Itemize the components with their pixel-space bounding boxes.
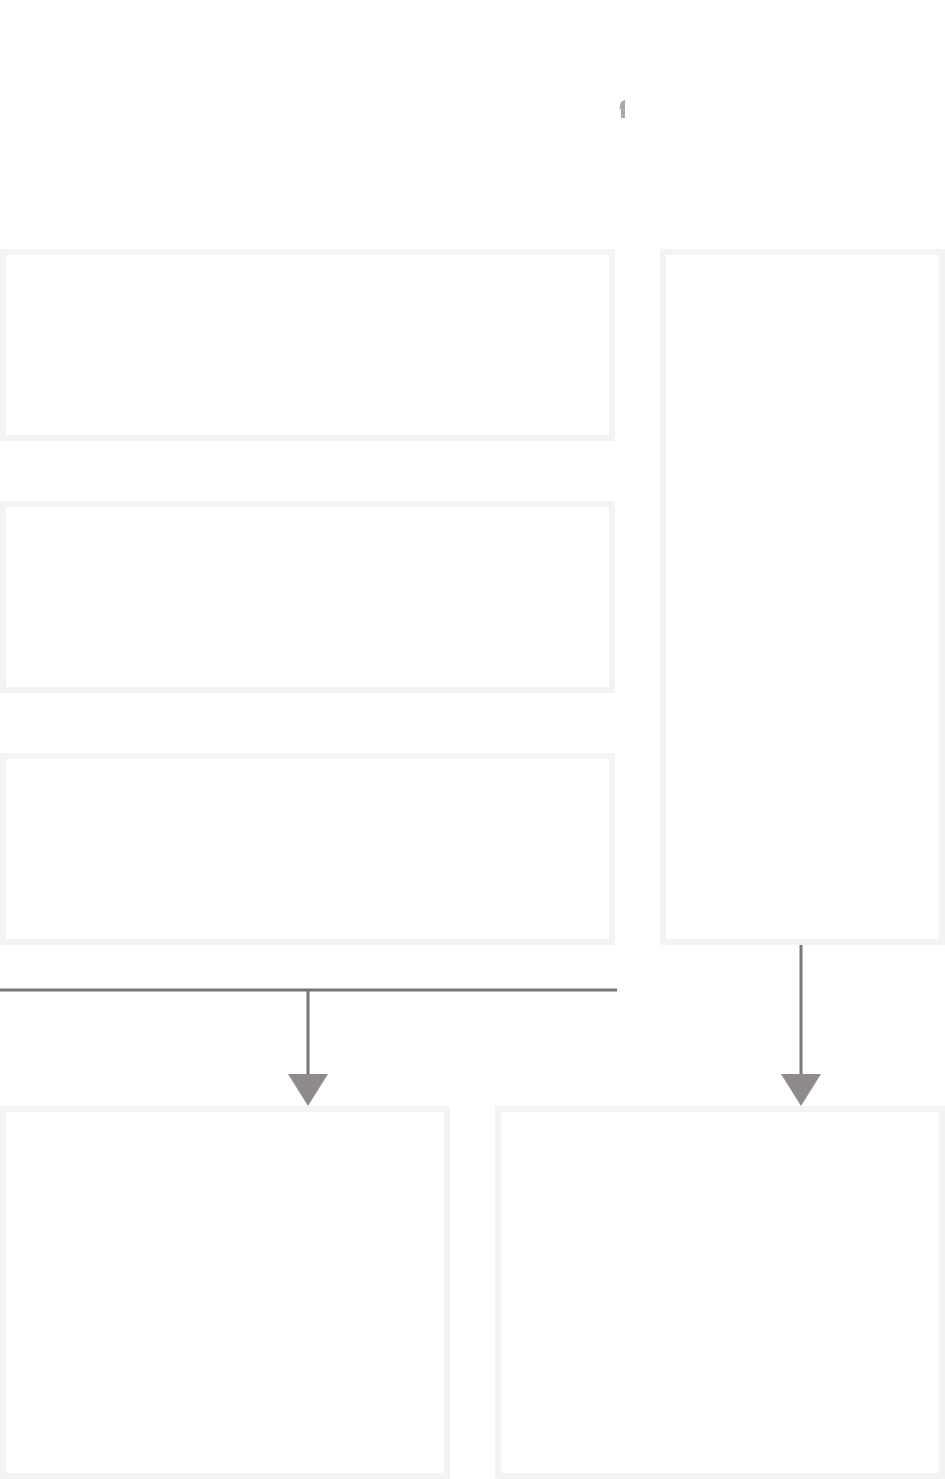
diagram-box-top-3 bbox=[0, 753, 615, 945]
arrowhead-left bbox=[288, 1074, 328, 1106]
diagram-box-right-tall bbox=[660, 249, 945, 945]
arrowhead-right bbox=[781, 1074, 821, 1106]
diagram-box-bottom-left bbox=[0, 1106, 450, 1479]
diagram-box-top-1 bbox=[0, 249, 615, 441]
diagram-box-bottom-right bbox=[495, 1106, 945, 1479]
partial-glyph-mark bbox=[619, 100, 625, 118]
diagram-box-top-2 bbox=[0, 501, 615, 693]
